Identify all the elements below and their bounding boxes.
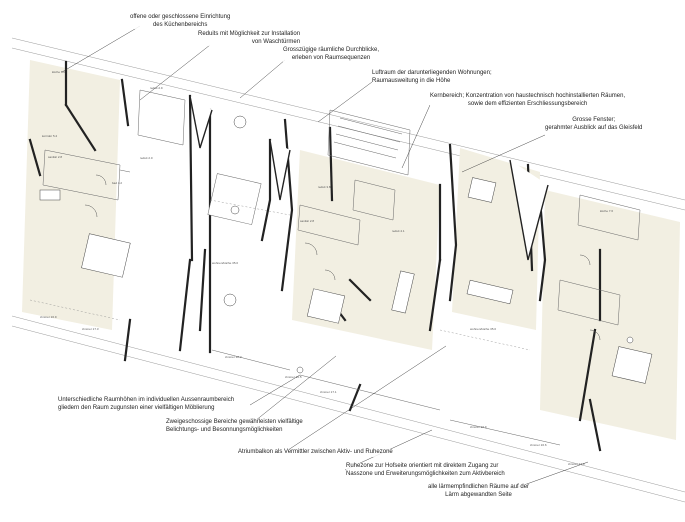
facade-line-top (11, 37, 685, 201)
svg-text:korridor 5.2: korridor 5.2 (42, 134, 58, 138)
svg-text:zimmer 16.9: zimmer 16.9 (470, 425, 487, 429)
annotation-raumhoehen: Unterschiedliche Raumhöhen im individuel… (58, 397, 235, 412)
furniture (39, 115, 653, 384)
annotation-kernbereich: Kernbereich; Konzentration von haustechn… (430, 93, 626, 108)
svg-text:wohnen/küche 35.0: wohnen/küche 35.0 (212, 261, 238, 265)
annotation-luftraum: Luftraum der darunterliegenden Wohnungen… (372, 70, 492, 85)
interior-lines (42, 89, 641, 446)
svg-text:bad 4.2: bad 4.2 (112, 181, 122, 185)
leader-lines (61, 25, 589, 491)
door-swings (84, 174, 601, 341)
svg-text:zimmer 17.1: zimmer 17.1 (320, 390, 337, 394)
svg-text:zimmer 16.9: zimmer 16.9 (40, 315, 57, 319)
annotation-fenster: Grosse Fenster; gerahmter Ausblick auf d… (545, 117, 643, 132)
svg-text:zimmer 17.3: zimmer 17.3 (568, 462, 585, 466)
svg-text:sanitär 2.8: sanitär 2.8 (48, 155, 62, 159)
annotation-views: Grosszügige räumliche Durchblicke, erleb… (283, 47, 380, 62)
annotation-ruhezone: Ruhezone zur Hofseite orientiert mit dir… (346, 463, 505, 478)
annotation-laerm: alle lärmempfindlichen Räume auf der Lär… (428, 484, 530, 499)
svg-text:küche 6.0: küche 6.0 (52, 70, 65, 74)
room-tags: küche 6.0 reduit 2.9 korridor 5.2 sanitä… (40, 70, 613, 466)
svg-text:wohnen/küche 35.0: wohnen/küche 35.0 (470, 327, 496, 331)
annotation-zweigeschossig: Zweigeschossige Bereiche gewährleisten v… (166, 419, 303, 434)
annotation-atrium: Atriumbalkon als Vermittler zwischen Akt… (238, 449, 393, 457)
light-wells (189, 95, 549, 261)
svg-text:zimmer 17.3: zimmer 17.3 (82, 327, 99, 331)
facade-line-bottom (11, 315, 685, 493)
svg-text:reduit 4.1: reduit 4.1 (392, 229, 405, 233)
svg-text:reduit 2.0: reduit 2.0 (140, 156, 153, 160)
svg-text:zimmer 16.5: zimmer 16.5 (285, 375, 302, 379)
dashed-lines (29, 199, 531, 351)
svg-text:reduit 3.8: reduit 3.8 (318, 185, 331, 189)
annotation-reduits: Reduits mit Möglichkeit zur Installation… (198, 31, 301, 46)
svg-text:zimmer 18.3: zimmer 18.3 (225, 355, 242, 359)
svg-text:reduit 2.9: reduit 2.9 (150, 86, 163, 90)
svg-text:sanitär 2.8: sanitär 2.8 (300, 219, 314, 223)
svg-text:küche 7.6: küche 7.6 (600, 209, 613, 213)
svg-text:zimmer 16.6: zimmer 16.6 (530, 443, 547, 447)
annotation-kitchen: offene oder geschlossene Einrichtung des… (130, 14, 231, 29)
